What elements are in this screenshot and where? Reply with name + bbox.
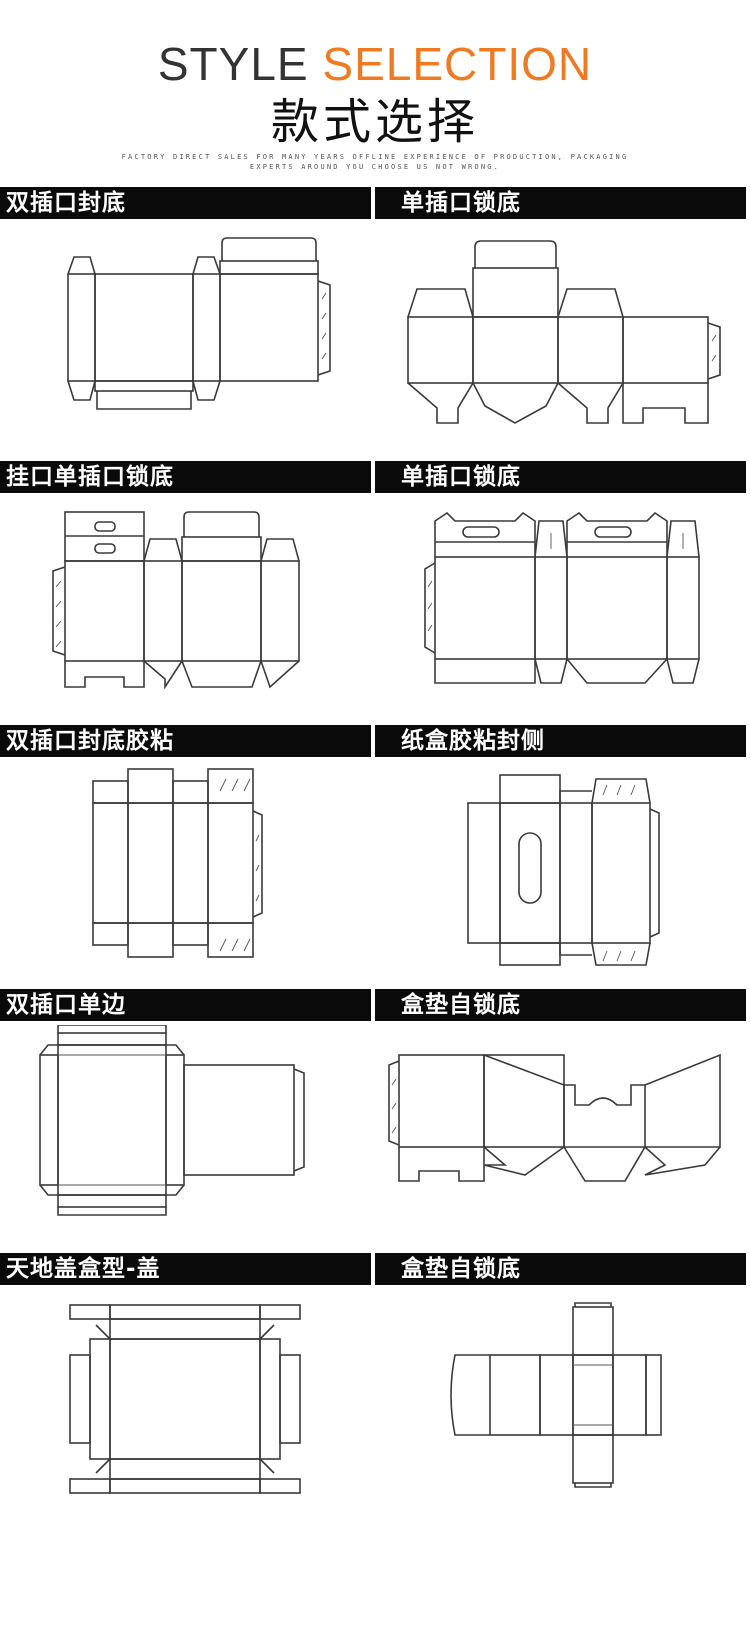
style-card-title: 挂口单插口锁底 [6,464,174,490]
style-card-header: 单插口锁底 [375,187,750,219]
style-card-5[interactable]: 双插口封底胶粘 [0,725,375,999]
style-card-6[interactable]: 纸盒胶粘封侧 [375,725,750,999]
style-card-3[interactable]: 挂口单插口锁底 [0,461,375,735]
style-card-title: 盒垫自锁底 [401,992,521,1018]
style-card-title: 双插口单边 [6,992,126,1018]
style-card-9[interactable]: 天地盖盒型-盖 [0,1253,375,1527]
style-card-header: 双插口封底 [0,187,375,219]
style-card-header: 纸盒胶粘封侧 [375,725,750,757]
style-card-8[interactable]: 盒垫自锁底 [375,989,750,1263]
lid-box-dieline-icon [0,1289,375,1527]
style-card-title: 盒垫自锁底 [401,1256,521,1282]
page-header: STYLE SELECTION 款式选择 FACTORY DIRECT SALE… [0,0,750,180]
auto-lock-tray-dieline-icon [375,1289,750,1527]
auto-lock-bottom-dieline-icon [375,1025,750,1263]
style-card-header: 双插口单边 [0,989,375,1021]
style-card-7[interactable]: 双插口单边 [0,989,375,1263]
style-card-header: 盒垫自锁底 [375,1253,750,1285]
style-card-10[interactable]: 盒垫自锁底 [375,1253,750,1527]
style-card-4[interactable]: 单插口锁底 [375,461,750,735]
page-title-english: STYLE SELECTION [0,38,750,90]
glued-tuck-end-dieline-icon [0,761,375,999]
style-card-header: 盒垫自锁底 [375,989,750,1021]
style-card-1[interactable]: 双插口封底 [0,187,375,461]
style-card-title: 单插口锁底 [401,190,521,216]
style-card-title: 单插口锁底 [401,464,521,490]
style-card-title: 纸盒胶粘封侧 [401,728,545,754]
subtitle-line-1: FACTORY DIRECT SALES FOR MANY YEARS OFFL… [121,153,629,161]
title-word-selection: SELECTION [322,38,593,90]
tuck-single-side-dieline-icon [0,1025,375,1263]
subtitle-line-2: EXPERTS AROUND YOU CHOOSE US NOT WRONG. [249,163,501,171]
style-card-title: 天地盖盒型-盖 [6,1256,161,1282]
window-side-glue-dieline-icon [375,761,750,999]
handle-lock-bottom-dieline-icon [375,497,750,735]
style-card-header: 单插口锁底 [375,461,750,493]
style-card-header: 挂口单插口锁底 [0,461,375,493]
style-card-2[interactable]: 单插口锁底 [375,187,750,461]
lock-bottom-box-dieline-icon [375,223,750,461]
tuck-end-box-dieline-icon [0,223,375,461]
style-card-header: 双插口封底胶粘 [0,725,375,757]
style-card-title: 双插口封底胶粘 [6,728,174,754]
page-title-chinese: 款式选择 [270,94,479,150]
style-card-header: 天地盖盒型-盖 [0,1253,375,1285]
style-card-title: 双插口封底 [6,190,126,216]
title-word-style: STYLE [157,38,309,90]
hang-tab-lock-bottom-dieline-icon [0,497,375,735]
